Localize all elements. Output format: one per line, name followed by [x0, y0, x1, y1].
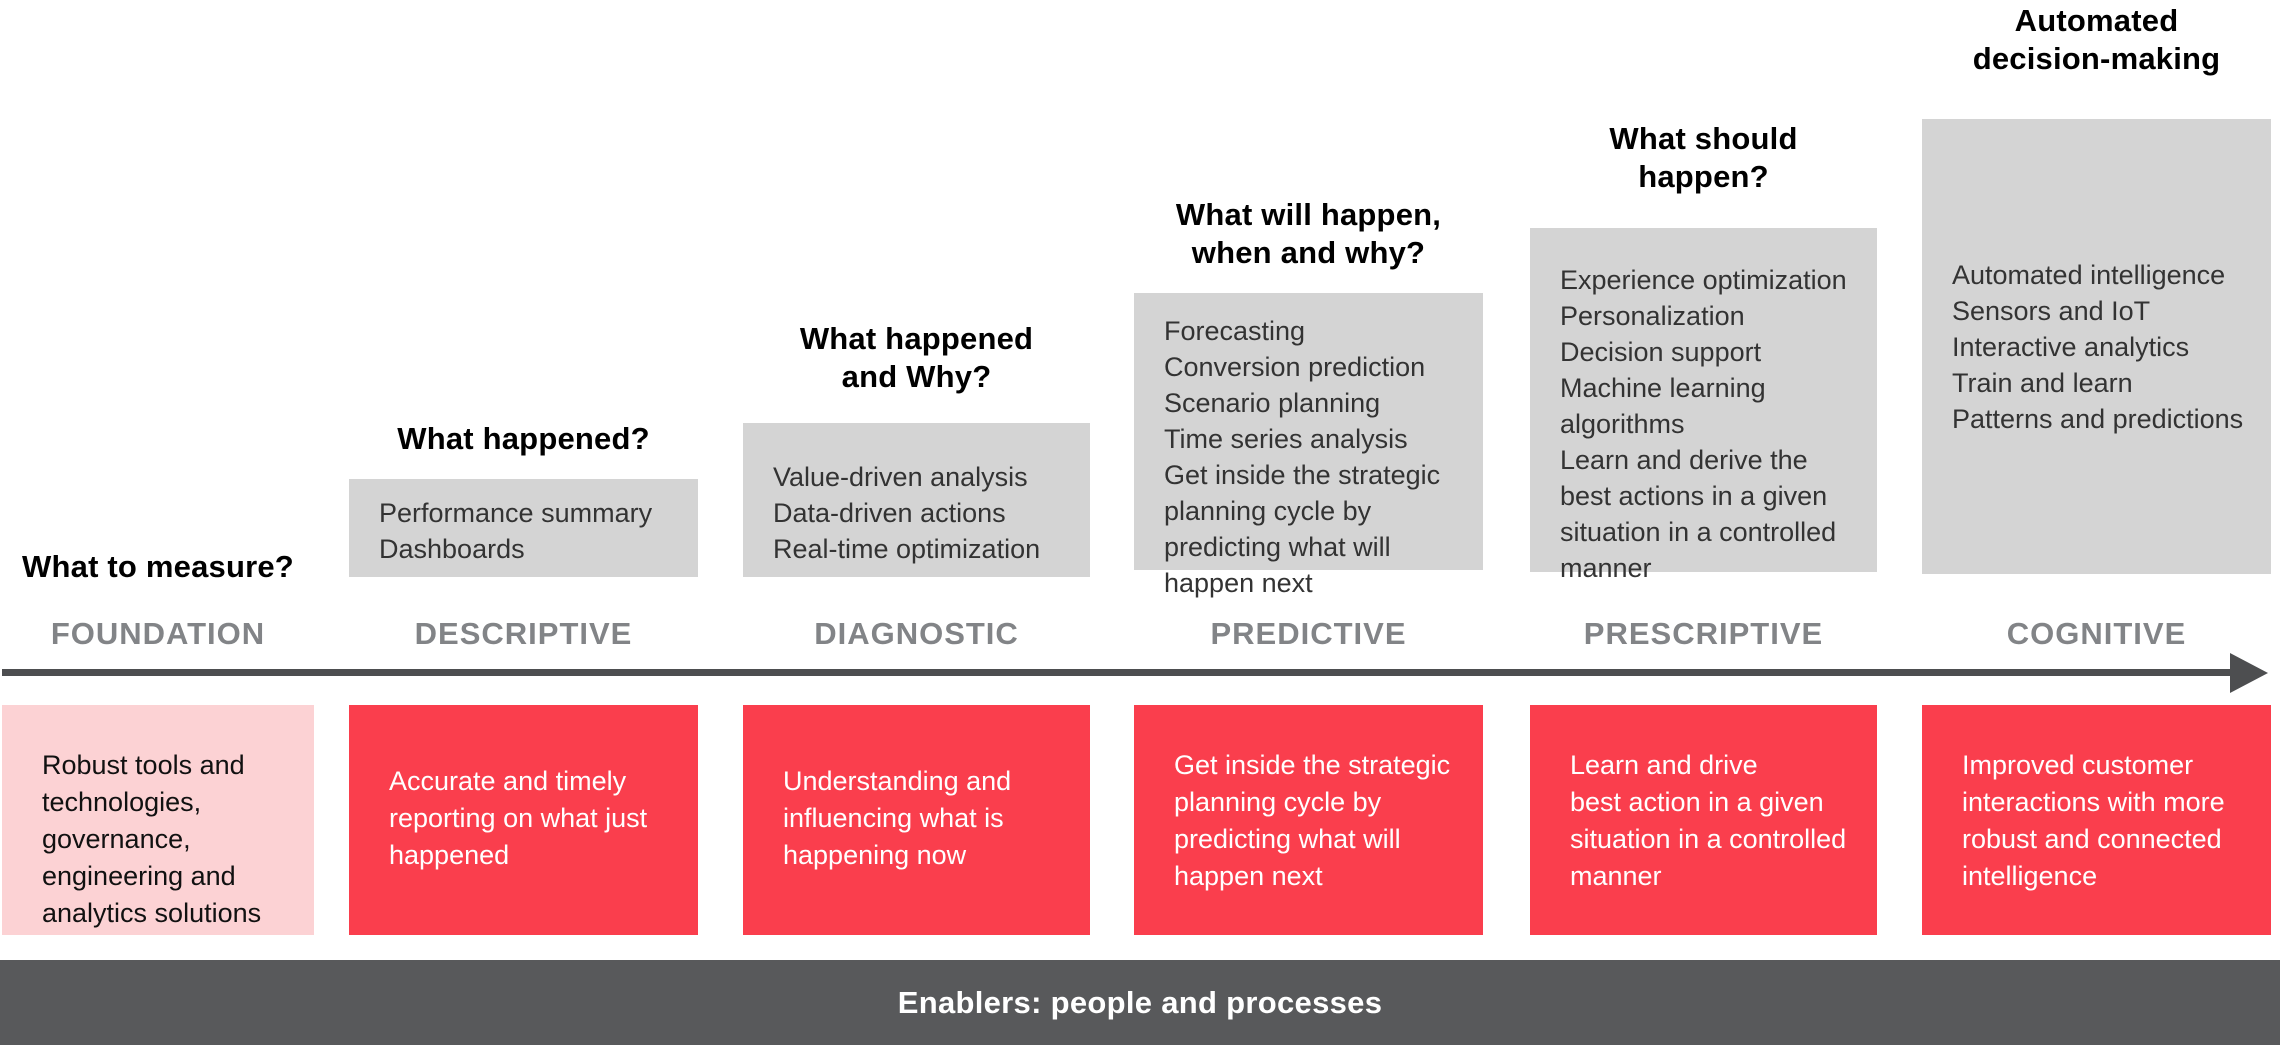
outcome-card-cognitive: Improved customer interactions with more…: [1922, 705, 2271, 935]
capability-box-prescriptive: Experience optimization Personalization …: [1530, 228, 1877, 583]
stage-label-cognitive: COGNITIVE: [2006, 616, 2187, 651]
stage-label-descriptive: DESCRIPTIVE: [414, 616, 633, 651]
stage-label-predictive: PREDICTIVE: [1210, 616, 1407, 651]
capability-box-diagnostic: Value-driven analysis Data-driven action…: [743, 423, 1090, 577]
enablers-bar-label: Enablers: people and processes: [897, 984, 1383, 1020]
outcome-card-prescriptive: Learn and drive best action in a given s…: [1530, 705, 1877, 935]
stage-question-prescriptive: What should happen?: [1609, 121, 1798, 194]
capability-box-cognitive: Automated intelligence Sensors and IoT I…: [1922, 119, 2271, 574]
arrow-right-icon: [2230, 653, 2268, 693]
stage-question-descriptive: What happened?: [397, 421, 650, 456]
outcome-card-predictive: Get inside the strategic planning cycle …: [1134, 705, 1483, 935]
stage-label-foundation: FOUNDATION: [50, 616, 266, 651]
capability-box-predictive: Forecasting Conversion prediction Scenar…: [1134, 293, 1483, 598]
stage-question-cognitive: Automated decision-making: [1972, 3, 2221, 76]
capability-box-descriptive: Performance summary Dashboards: [349, 479, 698, 577]
outcome-card-descriptive: Accurate and timely reporting on what ju…: [349, 705, 698, 935]
stage-question-diagnostic: What happened and Why?: [799, 321, 1034, 394]
enablers-bar: Enablers: people and processes: [0, 960, 2280, 1045]
outcome-card-foundation: Robust tools and technologies, governanc…: [2, 705, 314, 935]
maturity-axis-line: [2, 669, 2234, 676]
stage-label-diagnostic: DIAGNOSTIC: [814, 616, 1019, 651]
stage-question-foundation: What to measure?: [22, 549, 294, 584]
stage-label-prescriptive: PRESCRIPTIVE: [1583, 616, 1824, 651]
outcome-card-diagnostic: Understanding and influencing what is ha…: [743, 705, 1090, 935]
stage-question-predictive: What will happen, when and why?: [1175, 197, 1442, 270]
